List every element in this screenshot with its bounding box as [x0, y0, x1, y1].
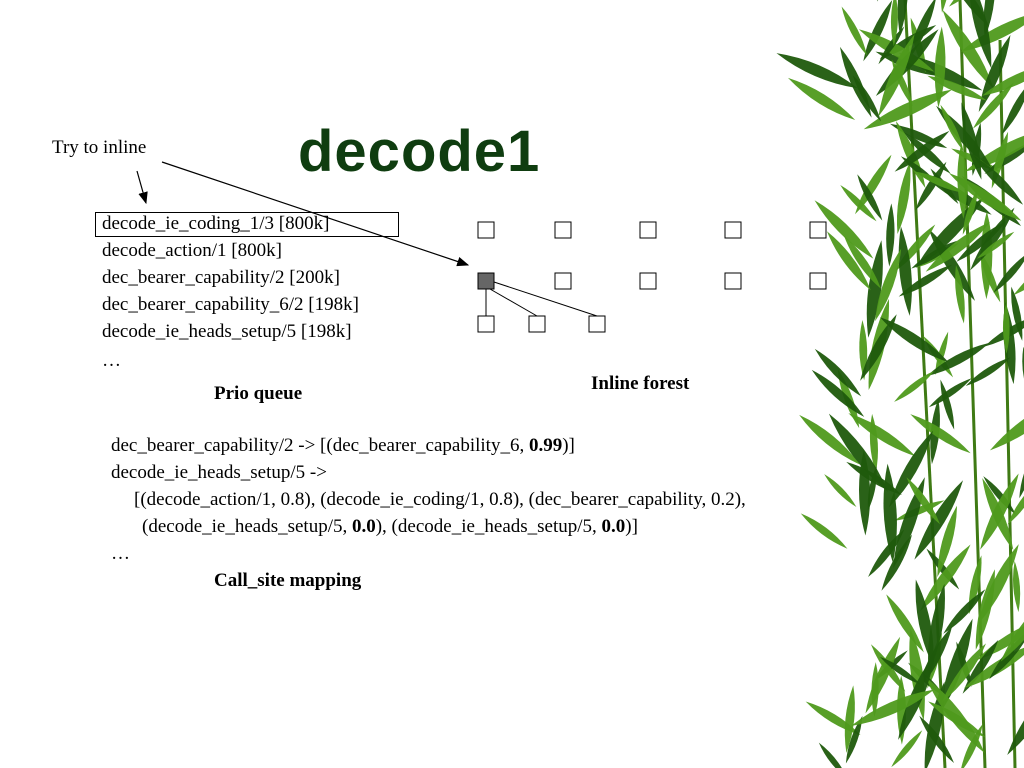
forest-child-node [588, 315, 606, 333]
forest-node [639, 272, 657, 290]
mapping-line-4: (decode_ie_heads_setup/5, 0.0), (decode_… [142, 516, 638, 537]
forest-node [554, 272, 572, 290]
forest-node [724, 221, 742, 239]
mapping-line-1: dec_bearer_capability/2 -> [(dec_bearer_… [111, 435, 575, 456]
prio-queue-label: Prio queue [214, 383, 303, 404]
queue-item: dec_bearer_capability_6/2 [198k] [102, 294, 359, 315]
mapping-line-3: [(decode_action/1, 0.8), (decode_ie_codi… [134, 489, 746, 510]
queue-item: decode_action/1 [800k] [102, 240, 282, 261]
queue-highlight-box [95, 212, 399, 237]
queue-item: dec_bearer_capability/2 [200k] [102, 267, 340, 288]
queue-item: decode_ie_heads_setup/5 [198k] [102, 321, 352, 342]
slide-title: decode1 [298, 119, 541, 184]
inline-pointer-arrow [161, 161, 470, 267]
inline-forest-label: Inline forest [591, 373, 690, 394]
forest-node [724, 272, 742, 290]
call-site-mapping-label: Call_site mapping [214, 570, 362, 591]
mapping-line-2: decode_ie_heads_setup/5 -> [111, 462, 327, 483]
forest-node [554, 221, 572, 239]
forest-child-node [528, 315, 546, 333]
forest-child-node [477, 315, 495, 333]
queue-item-ellipsis: … [102, 350, 121, 371]
forest-node [809, 272, 827, 290]
forest-node [639, 221, 657, 239]
forest-node [809, 221, 827, 239]
tree-edge [493, 281, 598, 317]
queue-item: decode_ie_coding_1/3 [800k] [102, 213, 330, 234]
forest-node [477, 221, 495, 239]
annotation-arrow [136, 170, 148, 205]
forest-node-selected [477, 272, 495, 290]
try-to-inline-annotation: Try to inline [52, 137, 147, 158]
tree-edge [489, 288, 538, 317]
mapping-ellipsis: … [111, 543, 130, 564]
